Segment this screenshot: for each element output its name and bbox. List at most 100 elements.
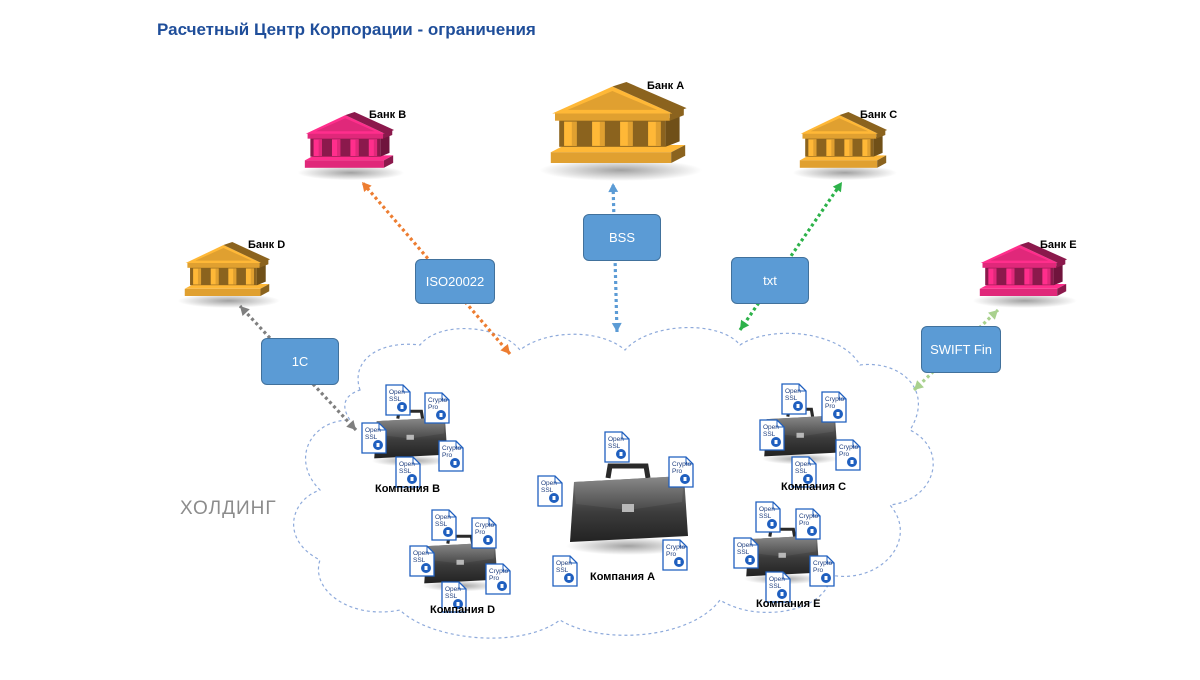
protocol-box-bss[interactable]: BSS (583, 214, 661, 261)
svg-text:Pro: Pro (428, 404, 439, 411)
svg-text:Pro: Pro (489, 575, 500, 582)
bank-label-e: Банк E (1040, 239, 1077, 251)
svg-text:Open: Open (541, 480, 557, 487)
svg-text:SSL: SSL (795, 468, 808, 475)
arrow-swift (912, 308, 1000, 392)
bank-d-icon[interactable] (177, 242, 280, 308)
svg-text:SSL: SSL (759, 513, 772, 520)
bank-label-b: Банк B (369, 109, 407, 121)
svg-text:Crypto: Crypto (825, 396, 845, 403)
bank-c-icon[interactable] (792, 112, 897, 181)
svg-text:SSL: SSL (365, 434, 378, 441)
svg-text:Crypto: Crypto (672, 461, 692, 468)
svg-text:Open: Open (445, 586, 461, 593)
briefcase-icon[interactable] (371, 409, 449, 467)
svg-text:Open: Open (769, 576, 785, 583)
svg-text:SSL: SSL (763, 431, 776, 438)
svg-text:Pro: Pro (672, 468, 683, 475)
svg-text:Open: Open (785, 388, 801, 395)
bank-b-icon[interactable] (297, 112, 405, 181)
svg-text:Pro: Pro (813, 567, 824, 574)
protocol-box-iso20022[interactable]: ISO20022 (415, 259, 495, 304)
svg-text:Crypto: Crypto (475, 522, 495, 529)
svg-text:Open: Open (763, 424, 779, 431)
svg-text:Pro: Pro (442, 452, 453, 459)
svg-text:Open: Open (413, 550, 429, 557)
bank-label-c: Банк C (860, 109, 898, 121)
svg-text:Open: Open (435, 514, 451, 521)
svg-text:Pro: Pro (825, 403, 836, 410)
svg-text:Open: Open (399, 461, 415, 468)
bank-label-a: Банк A (647, 80, 685, 92)
protocol-box-1c[interactable]: 1C (261, 338, 339, 385)
svg-text:Crypto: Crypto (489, 568, 509, 575)
svg-text:SSL: SSL (413, 557, 426, 564)
svg-text:Pro: Pro (475, 529, 486, 536)
svg-text:Open: Open (556, 560, 572, 567)
svg-text:Pro: Pro (839, 451, 850, 458)
briefcase-icon[interactable] (566, 463, 690, 555)
company-label-a: Компания А (590, 571, 656, 583)
company-label-e: Компания E (756, 598, 821, 610)
svg-text:SSL: SSL (435, 521, 448, 528)
svg-text:Open: Open (759, 506, 775, 513)
svg-text:SSL: SSL (556, 567, 569, 574)
company-label-b: Компания B (375, 483, 441, 495)
protocol-box-txt[interactable]: txt (731, 257, 809, 304)
svg-text:SSL: SSL (389, 396, 402, 403)
svg-text:Crypto: Crypto (799, 513, 819, 520)
svg-text:Pro: Pro (799, 520, 810, 527)
companies-group: OpenSSLCryptoProOpenSSLCryptoProOpenSSLO… (361, 383, 861, 613)
holding-label: ХОЛДИНГ (180, 498, 277, 519)
bank-e-icon[interactable] (972, 242, 1077, 308)
briefcase-icon[interactable] (743, 527, 821, 585)
svg-text:SSL: SSL (785, 395, 798, 402)
svg-text:Crypto: Crypto (813, 560, 833, 567)
svg-text:Crypto: Crypto (428, 397, 448, 404)
svg-text:Open: Open (795, 461, 811, 468)
svg-text:SSL: SSL (608, 443, 621, 450)
svg-text:SSL: SSL (769, 583, 782, 590)
bank-a-icon[interactable] (539, 82, 702, 181)
company-label-c: Компания C (781, 481, 847, 493)
svg-text:Open: Open (737, 542, 753, 549)
svg-text:SSL: SSL (399, 468, 412, 475)
svg-text:SSL: SSL (737, 549, 750, 556)
svg-text:Open: Open (365, 427, 381, 434)
company-label-d: Компания D (430, 604, 496, 616)
svg-text:SSL: SSL (541, 487, 554, 494)
protocol-box-swift-fin[interactable]: SWIFT Fin (921, 326, 1001, 373)
svg-text:SSL: SSL (445, 593, 458, 600)
svg-text:Crypto: Crypto (839, 444, 859, 451)
svg-text:Crypto: Crypto (442, 445, 462, 452)
